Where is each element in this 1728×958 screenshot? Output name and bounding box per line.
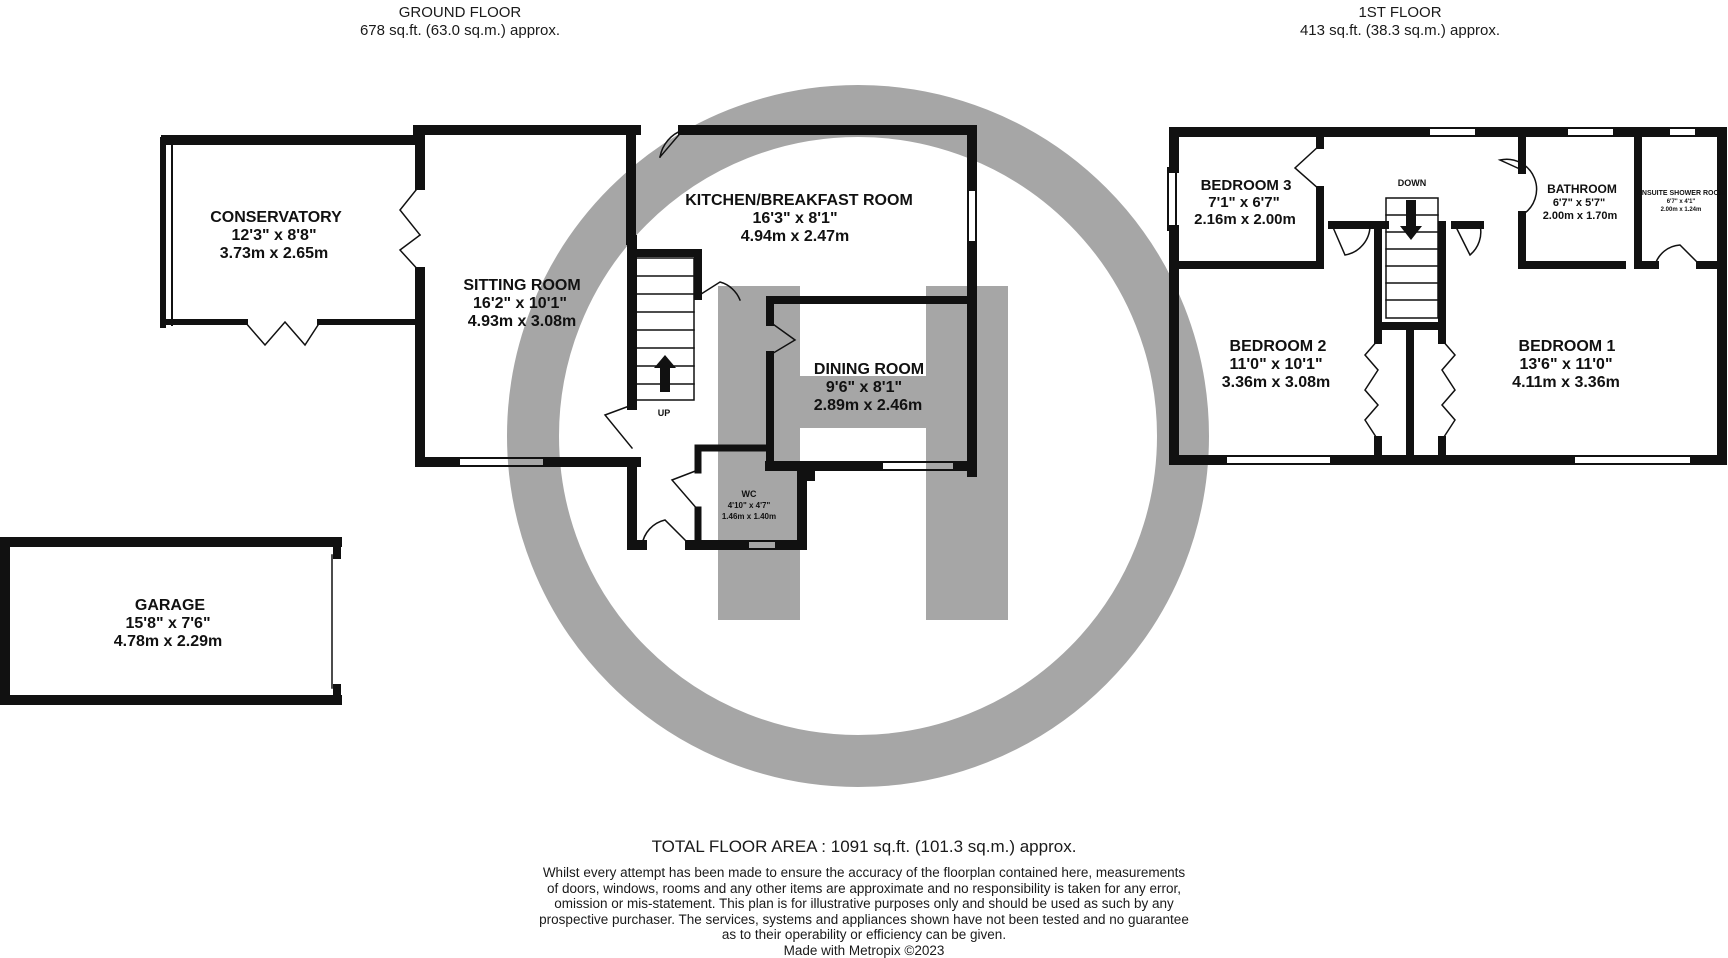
sitting-room-imperial: 16'2" x 10'1" — [473, 295, 567, 312]
kitchen-metric: 4.94m x 2.47m — [741, 228, 850, 245]
bedroom3-label: BEDROOM 3 7'1" x 6'7" 2.16m x 2.00m — [1194, 177, 1296, 228]
bathroom-label: BATHROOM 6'7" x 5'7" 2.00m x 1.70m — [1543, 182, 1618, 222]
garage-label: GARAGE 15'8" x 7'6" 4.78m x 2.29m — [114, 597, 223, 650]
bedroom1-label: BEDROOM 1 13'6" x 11'0" 4.11m x 3.36m — [1512, 338, 1620, 391]
bedroom3-name: BEDROOM 3 — [1201, 177, 1292, 194]
wc-name: WC — [742, 489, 757, 499]
sitting-room-label: SITTING ROOM 16'2" x 10'1" 4.93m x 3.08m — [463, 277, 580, 330]
disclaimer-line: omission or mis-statement. This plan is … — [0, 896, 1728, 912]
bedroom2-name: BEDROOM 2 — [1230, 338, 1327, 355]
garage-imperial: 15'8" x 7'6" — [125, 615, 210, 632]
bathroom-metric: 2.00m x 1.70m — [1543, 210, 1618, 222]
dining-room-imperial: 9'6" x 8'1" — [826, 379, 902, 396]
bedroom3-metric: 2.16m x 2.00m — [1194, 211, 1296, 228]
dining-room-name: DINING ROOM — [814, 361, 924, 378]
disclaimer-line: prospective purchaser. The services, sys… — [0, 912, 1728, 928]
first-floor-stairs — [1386, 198, 1438, 318]
kitchen-name: KITCHEN/BREAKFAST ROOM — [685, 192, 913, 209]
conservatory-label: CONSERVATORY 12'3" x 8'8" 3.73m x 2.65m — [210, 209, 342, 262]
bedroom1-imperial: 13'6" x 11'0" — [1519, 356, 1612, 373]
bedroom3-imperial: 7'1" x 6'7" — [1208, 194, 1279, 211]
bathroom-imperial: 6'7" x 5'7" — [1553, 197, 1605, 209]
disclaimer-line: as to their operability or efficiency ca… — [0, 927, 1728, 943]
sitting-room-name: SITTING ROOM — [463, 277, 580, 294]
ensuite-name: ENSUITE SHOWER ROOM — [1637, 190, 1725, 197]
conservatory-metric: 3.73m x 2.65m — [220, 245, 329, 262]
bedroom1-metric: 4.11m x 3.36m — [1512, 374, 1620, 391]
kitchen-imperial: 16'3" x 8'1" — [752, 210, 837, 227]
stairs-down-label: DOWN — [1398, 178, 1427, 188]
bathroom-name: BATHROOM — [1547, 182, 1617, 196]
ensuite-metric: 2.00m x 1.24m — [1661, 207, 1702, 213]
bedroom2-imperial: 11'0" x 10'1" — [1229, 356, 1322, 373]
sitting-room-metric: 4.93m x 3.08m — [468, 313, 577, 330]
bedroom1-name: BEDROOM 1 — [1519, 338, 1616, 355]
ground-stairs — [636, 258, 694, 400]
ensuite-imperial: 6'7" x 4'1" — [1667, 199, 1696, 205]
kitchen-label: KITCHEN/BREAKFAST ROOM 16'3" x 8'1" 4.94… — [685, 192, 913, 245]
disclaimer-line: Whilst every attempt has been made to en… — [0, 865, 1728, 881]
credit: Made with Metropix ©2023 — [0, 943, 1728, 958]
total-floor-area: TOTAL FLOOR AREA : 1091 sq.ft. (101.3 sq… — [0, 837, 1728, 857]
disclaimer: Whilst every attempt has been made to en… — [0, 865, 1728, 958]
ensuite-label: ENSUITE SHOWER ROOM 6'7" x 4'1" 2.00m x … — [1637, 190, 1725, 213]
stairs-up-label: UP — [658, 408, 671, 418]
garage-metric: 4.78m x 2.29m — [114, 633, 223, 650]
bedroom2-label: BEDROOM 2 11'0" x 10'1" 3.36m x 3.08m — [1222, 338, 1331, 391]
conservatory-imperial: 12'3" x 8'8" — [231, 227, 316, 244]
dining-room-metric: 2.89m x 2.46m — [814, 397, 923, 414]
bedroom2-metric: 3.36m x 3.08m — [1222, 374, 1331, 391]
disclaimer-line: of doors, windows, rooms and any other i… — [0, 881, 1728, 897]
garage-name: GARAGE — [135, 597, 206, 614]
wc-metric: 1.46m x 1.40m — [722, 512, 776, 521]
conservatory-name: CONSERVATORY — [210, 209, 342, 226]
wc-imperial: 4'10" x 4'7" — [728, 501, 771, 510]
